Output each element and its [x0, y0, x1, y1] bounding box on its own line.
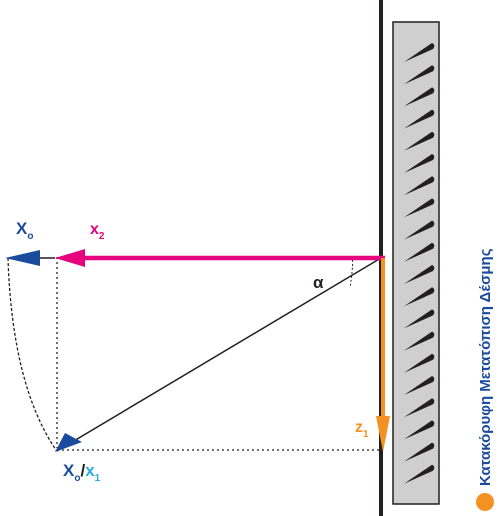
- hatch-tooth-icon: [404, 376, 435, 395]
- hatch-tooth-icon: [404, 109, 435, 129]
- wall: [379, 0, 440, 516]
- hatch-tooth-icon: [404, 65, 435, 85]
- swing-arc: [7, 257, 57, 451]
- hatch-tooth-icon: [404, 442, 435, 462]
- hatch-tooth-icon: [404, 154, 435, 173]
- x2-arrowhead-icon: [55, 249, 85, 267]
- guide-lines: [7, 257, 381, 451]
- x0-arrowhead-icon: [5, 250, 40, 266]
- hatch-tooth-icon: [404, 398, 435, 418]
- hatch-tooth-icon: [404, 420, 435, 440]
- hatch-tooth-icon: [404, 353, 435, 373]
- label-x0-sub: o: [27, 231, 33, 242]
- hatch-tooth-icon: [404, 43, 435, 62]
- hatch-tooth-icon: [404, 331, 435, 351]
- orange-dot-icon: [476, 493, 494, 511]
- hatch-tooth-icon: [404, 309, 435, 329]
- hatch-tooth-icon: [404, 176, 435, 196]
- hatch-tooth-icon: [404, 220, 435, 240]
- hatch-tooth-icon: [404, 265, 435, 284]
- hatch-tooth-icon: [404, 287, 435, 307]
- legend: Κατακόρυφη Μετατόπιση Δέσμης: [476, 248, 494, 511]
- hatch-tooth-icon: [404, 198, 435, 218]
- label-z1: z1: [355, 419, 369, 440]
- hatch-tooth-icon: [404, 242, 435, 262]
- label-alpha: α: [313, 273, 324, 292]
- label-x2-sub: 2: [99, 231, 105, 242]
- bottom-arrowhead-icon: [55, 433, 82, 452]
- z1-arrowhead-icon: [376, 416, 390, 452]
- label-x2: x2: [90, 221, 105, 242]
- legend-text: Κατακόρυφη Μετατόπιση Δέσμης: [477, 248, 494, 486]
- label-z1-sub: 1: [363, 429, 369, 440]
- hatch-tooth-icon: [404, 464, 435, 484]
- diagonal-beam: [56, 257, 382, 452]
- label-bottom: Xo/x1: [63, 461, 101, 484]
- hatch-tooth-icon: [404, 131, 435, 151]
- label-x0: Xo: [16, 219, 33, 242]
- hatch-tooth-icon: [404, 87, 435, 107]
- angle-arc: [347, 255, 354, 289]
- wall-hatch-pattern: [404, 43, 435, 484]
